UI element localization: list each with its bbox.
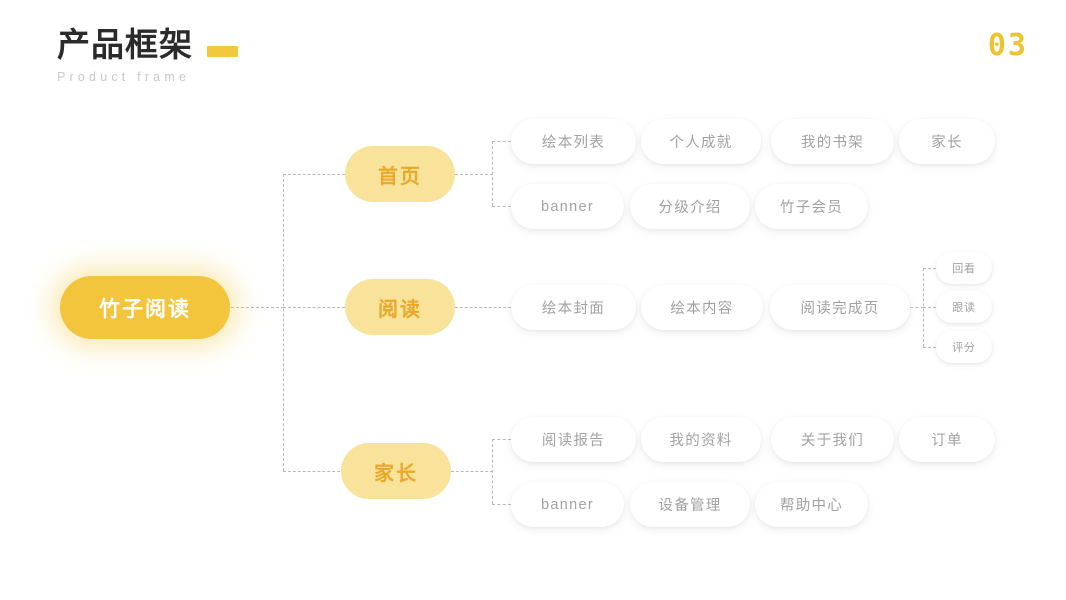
connector-home-row2 (492, 206, 511, 207)
leaf-node-label: 绘本内容 (670, 301, 734, 317)
connector-parent-bracket (492, 439, 493, 504)
connector-parent-out (451, 471, 493, 472)
leaf-node[interactable]: 帮助中心 (755, 482, 868, 527)
leaf-node-label: 阅读完成页 (800, 301, 880, 317)
leaf-node[interactable]: banner (511, 184, 624, 229)
branch-node-home[interactable]: 首页 (345, 146, 455, 202)
connector-parent-row2 (492, 504, 511, 505)
page-title: 产品框架 (57, 26, 193, 63)
connector-home-row1 (492, 141, 511, 142)
leaf-node-label: 绘本封面 (541, 301, 606, 317)
connector-parent-row1 (492, 439, 511, 440)
branch-node-parent-label: 家长 (374, 462, 418, 485)
leaf-node-small[interactable]: 回看 (936, 252, 992, 284)
root-node-bamboo-reading[interactable]: 竹子阅读 (60, 276, 230, 339)
leaf-node-label: 个人成就 (669, 135, 733, 151)
connector-spine-to-parent (283, 471, 345, 472)
leaf-node-label: 我的书架 (800, 135, 865, 151)
leaf-node-label: 家长 (931, 135, 963, 151)
connector-subbranch-in (910, 307, 924, 308)
branch-node-home-label: 首页 (378, 165, 422, 188)
connector-subbranch-row3 (923, 347, 936, 348)
title-accent-dash (207, 46, 238, 57)
title-row: 产品框架 (57, 28, 238, 61)
leaf-node-label: 帮助中心 (779, 498, 844, 514)
leaf-node[interactable]: 我的资料 (641, 417, 761, 462)
leaf-node[interactable]: banner (511, 482, 624, 527)
branch-node-reading-label: 阅读 (378, 298, 422, 321)
connector-subbranch-row1 (923, 268, 936, 269)
leaf-node[interactable]: 个人成就 (641, 119, 761, 164)
branch-node-reading[interactable]: 阅读 (345, 279, 455, 335)
leaf-node-label: 竹子会员 (779, 200, 844, 216)
leaf-node-label: 我的资料 (669, 433, 733, 449)
connector-home-bracket (492, 141, 493, 206)
leaf-node[interactable]: 家长 (899, 119, 995, 164)
leaf-node-small-label: 评分 (952, 342, 976, 354)
leaf-node-small-label: 跟读 (952, 302, 976, 314)
leaf-node[interactable]: 绘本列表 (511, 119, 636, 164)
page-subtitle: Product frame (57, 70, 191, 84)
leaf-node[interactable]: 分级介绍 (630, 184, 750, 229)
leaf-node-small[interactable]: 跟读 (936, 291, 992, 323)
leaf-node-label: 分级介绍 (658, 200, 722, 216)
leaf-node[interactable]: 关于我们 (771, 417, 894, 462)
connector-spine-to-read (283, 307, 345, 308)
leaf-node[interactable]: 设备管理 (630, 482, 750, 527)
leaf-node[interactable]: 竹子会员 (755, 184, 868, 229)
page-number: 03 (987, 28, 1028, 63)
leaf-node[interactable]: 绘本内容 (641, 285, 763, 330)
connector-main-spine (283, 174, 284, 471)
leaf-node-label: banner (541, 198, 594, 215)
leaf-node[interactable]: 阅读完成页 (770, 285, 910, 330)
leaf-node-label: 绘本列表 (541, 135, 606, 151)
leaf-node-small[interactable]: 评分 (936, 331, 992, 363)
leaf-node[interactable]: 绘本封面 (511, 285, 636, 330)
connector-subbranch-row2 (923, 307, 936, 308)
leaf-node-label: 关于我们 (800, 433, 865, 449)
leaf-node-label: 设备管理 (658, 498, 722, 514)
leaf-node[interactable]: 阅读报告 (511, 417, 636, 462)
leaf-node-label: 订单 (931, 433, 963, 449)
leaf-node[interactable]: 我的书架 (771, 119, 894, 164)
connector-home-out (455, 174, 493, 175)
branch-node-parent[interactable]: 家长 (341, 443, 451, 499)
root-node-label: 竹子阅读 (99, 297, 191, 321)
leaf-node-small-label: 回看 (952, 263, 976, 275)
connector-reading-out (455, 307, 511, 308)
leaf-node-label: 阅读报告 (541, 433, 606, 449)
header-title-block: 产品框架 Product frame (57, 28, 238, 84)
connector-spine-to-home (283, 174, 345, 175)
connector-root-to-spine (231, 307, 284, 308)
leaf-node[interactable]: 订单 (899, 417, 995, 462)
leaf-node-label: banner (541, 496, 594, 513)
